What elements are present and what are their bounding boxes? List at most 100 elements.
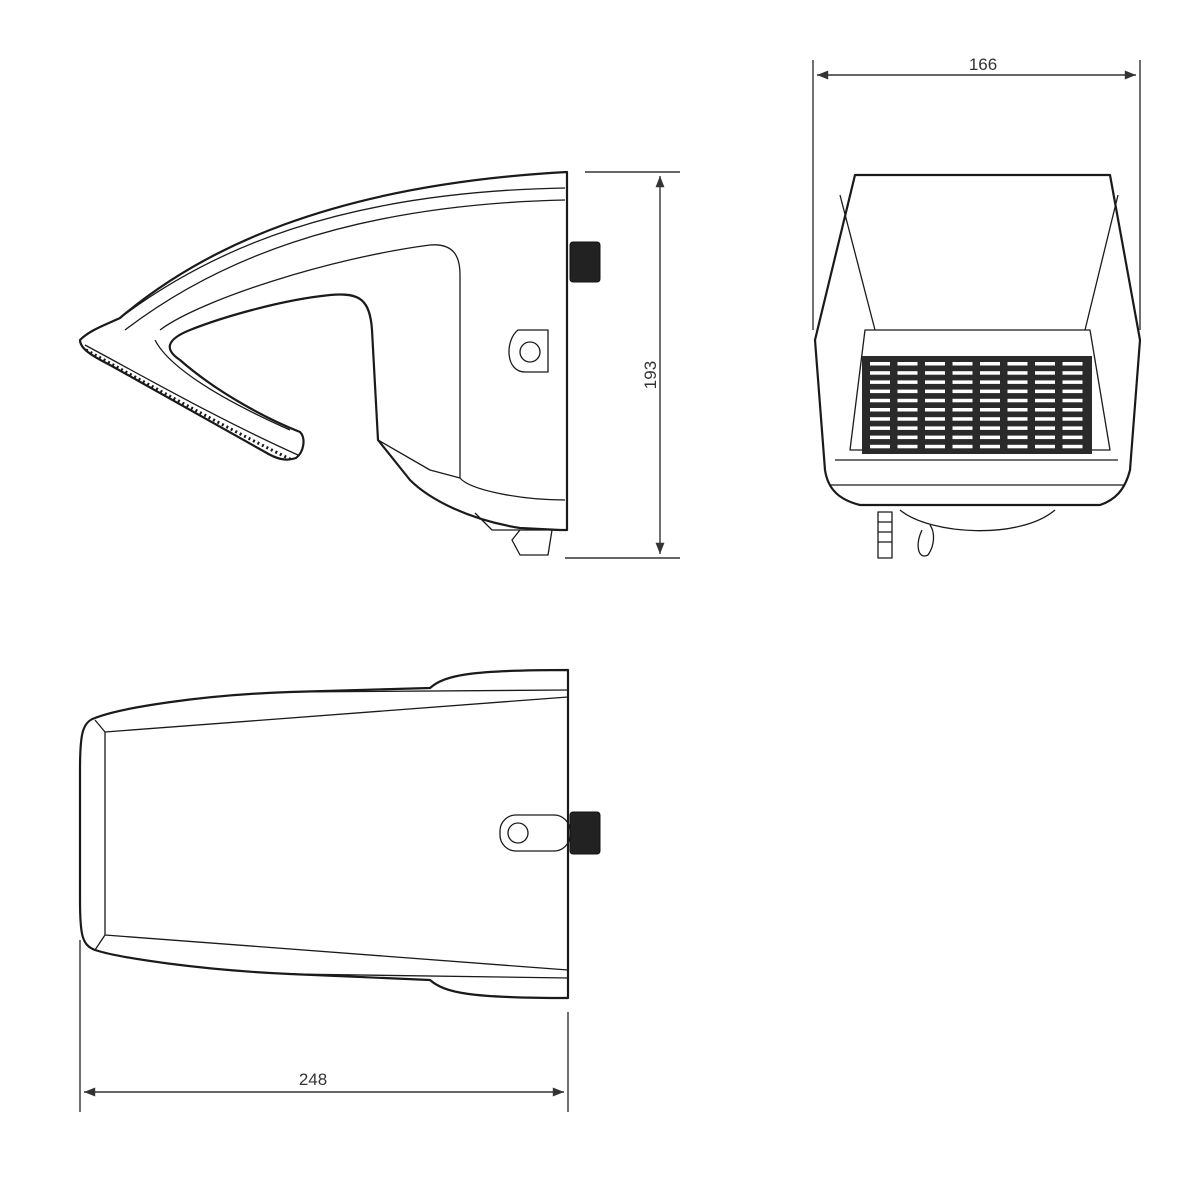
grille-slot [1062, 417, 1083, 421]
grille-slot [925, 389, 945, 394]
dimension-length-label: 248 [299, 1070, 327, 1089]
grille-slot [980, 362, 1000, 366]
grille-slot [980, 398, 1000, 403]
grille-slot [1007, 380, 1028, 384]
side-water-inlet [569, 241, 601, 283]
grille-slot [952, 435, 973, 440]
grille-slot [1007, 371, 1028, 375]
dimension-height: 193 [565, 171, 680, 559]
grille-slot [1035, 417, 1055, 421]
side-button-outline [508, 329, 549, 373]
grille-slot [897, 426, 918, 430]
grille-slot [952, 408, 973, 412]
grille-slot [980, 408, 1000, 412]
grille-slot [1035, 398, 1055, 403]
grille-slot [1062, 371, 1083, 375]
grille-slot [1035, 389, 1055, 394]
grille-slot [952, 444, 973, 449]
grille-slot [870, 408, 890, 412]
grille-slot [925, 398, 945, 403]
grille-slot [1062, 389, 1083, 394]
side-body-outline [78, 170, 569, 532]
side-bottom-fitting [474, 512, 560, 556]
grille-slot [952, 398, 973, 403]
grille-slot [1007, 417, 1028, 421]
grille-slot [980, 389, 1000, 394]
grille-slot [1035, 426, 1055, 430]
grille-slot [980, 371, 1000, 375]
front-cable [917, 524, 935, 557]
grille-slot [1007, 444, 1028, 449]
grille-slot [925, 444, 945, 449]
grille-slot [870, 362, 890, 366]
grille-slot [897, 408, 918, 412]
grille-slot [980, 426, 1000, 430]
grille-slot [1062, 426, 1083, 430]
front-hose-connector [877, 511, 893, 559]
grille-slot [1062, 380, 1083, 384]
dimension-width-label: 166 [969, 55, 997, 74]
grille-slot [1062, 408, 1083, 412]
top-connector-body [499, 814, 571, 852]
dimension-height-label: 193 [641, 361, 660, 389]
grille-slot [952, 389, 973, 394]
side-view [78, 170, 601, 556]
dimension-width: 166 [812, 55, 1141, 330]
top-water-inlet [569, 811, 601, 855]
grille-slot [897, 389, 918, 394]
grille-slot [897, 398, 918, 403]
grille-slot [925, 371, 945, 375]
grille-slot [925, 435, 945, 440]
grille-slot [1007, 408, 1028, 412]
grille-slot [1035, 362, 1055, 366]
grille-slot [1062, 362, 1083, 366]
grille-slot [925, 426, 945, 430]
front-grille [862, 356, 1092, 454]
grille-slot [925, 380, 945, 384]
front-base-dome [899, 509, 1056, 532]
grille-slot [870, 389, 890, 394]
grille-slot [897, 417, 918, 421]
grille-slot [952, 426, 973, 430]
front-view [813, 173, 1142, 559]
grille-slot [1007, 362, 1028, 366]
grille-slot [980, 444, 1000, 449]
grille-slot [1007, 435, 1028, 440]
front-face-frame [849, 329, 1111, 451]
grille-slot [1035, 380, 1055, 384]
grille-slot [870, 398, 890, 403]
grille-slot [897, 380, 918, 384]
grille-slot [952, 362, 973, 366]
grille-slot [870, 435, 890, 440]
top-body-outline [78, 668, 570, 1000]
grille-slot [870, 371, 890, 375]
grille-slot [952, 371, 973, 375]
grille-slot [1007, 426, 1028, 430]
grille-slot [1035, 435, 1055, 440]
grille-slot [870, 426, 890, 430]
grille-slot [897, 435, 918, 440]
grille-slot [897, 444, 918, 449]
grille-slot [925, 408, 945, 412]
side-top-contour [119, 187, 566, 319]
grille-slot [1062, 435, 1083, 440]
grille-slot [980, 380, 1000, 384]
grille-slot [870, 380, 890, 384]
grille-slot [980, 417, 1000, 421]
grille-slot [1035, 371, 1055, 375]
grille-slot [897, 371, 918, 375]
grille-slot [1062, 444, 1083, 449]
grille-slot [1035, 408, 1055, 412]
grille-slot [897, 362, 918, 366]
grille-slot [952, 380, 973, 384]
grille-slot [952, 417, 973, 421]
grille-slot [1007, 398, 1028, 403]
dimension-length: 248 [79, 940, 569, 1112]
front-body-outline [813, 173, 1142, 507]
grille-slot [1035, 444, 1055, 449]
grille-slot [1007, 389, 1028, 394]
grille-slot [1062, 398, 1083, 403]
grille-slot [925, 362, 945, 366]
grille-slot [870, 444, 890, 449]
